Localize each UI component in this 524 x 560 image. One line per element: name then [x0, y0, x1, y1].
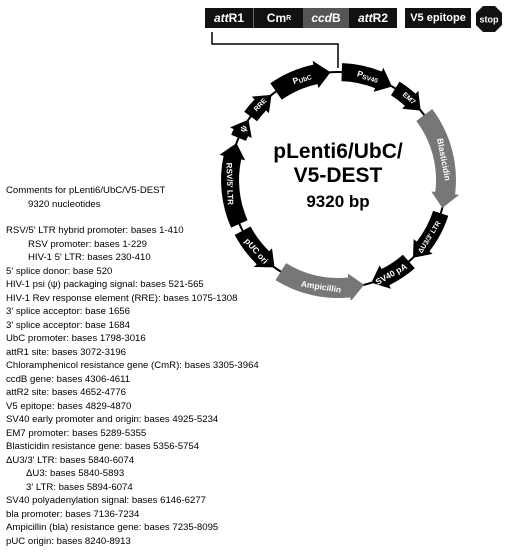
plasmid-name-line2: V5-DEST — [294, 164, 383, 187]
ltr3-arrow — [413, 210, 449, 258]
comment-line: 5' splice donor: base 520 — [6, 265, 113, 277]
psv40-label: PSV40 — [356, 68, 380, 84]
stop-sign-icon: stop — [476, 6, 502, 32]
rre-arrow — [244, 94, 272, 122]
stop-label: stop — [480, 15, 500, 25]
psv40-arrow — [341, 63, 392, 92]
rsv-ltr-label: RSV/5' LTR — [225, 163, 235, 206]
puc-ori-arrow — [234, 226, 275, 268]
comment-line: attR2 site: bases 4652-4776 — [6, 387, 127, 398]
rsv-ltr-arrow — [219, 143, 248, 228]
comments-section: Comments for pLenti6/UbC/V5-DEST 9320 nu… — [6, 184, 326, 548]
comment-line: ΔU3: bases 5840-5893 — [26, 468, 125, 479]
sv40pa-arrow — [371, 254, 415, 289]
comment-line: ΔU3/3' LTR: bases 5840-6074 — [6, 454, 135, 466]
comment-line: SV40 early promoter and origin: bases 49… — [6, 414, 219, 425]
comment-line: UbC promoter: bases 1798-3016 — [6, 333, 146, 344]
comment-line: Chloramphenicol resistance gene (CmR): b… — [6, 360, 259, 371]
comment-line: RSV promoter: bases 1-229 — [28, 238, 147, 250]
comment-line: SV40 polyadenylation signal: bases 6146-… — [6, 495, 207, 506]
psi-arrow — [230, 119, 252, 141]
blasticidin-arrow — [416, 109, 460, 208]
comment-line: HIV-1 Rev response element (RRE): bases … — [6, 292, 238, 304]
comment-line: 3' splice acceptor: base 1684 — [6, 319, 130, 331]
comment-line: pUC origin: bases 8240-8913 — [6, 535, 131, 547]
pubc-arrow — [270, 60, 331, 100]
plasmid-size: 9320 bp — [306, 192, 369, 211]
cassette-bracket — [211, 32, 339, 68]
comment-line: Ampicillin (bla) resistance gene: bases … — [6, 522, 219, 533]
v5-epitope-box: V5 epitope — [405, 8, 471, 28]
comment-line: RSV/5' LTR hybrid promoter: bases 1-410 — [6, 225, 184, 236]
comment-line: attR1 site: bases 3072-3196 — [6, 346, 127, 358]
comment-line: Blasticidin resistance gene: bases 5356-… — [6, 441, 200, 452]
ampicillin-arrow — [275, 263, 365, 300]
comments-title: Comments for pLenti6/UbC/V5-DEST — [6, 185, 166, 196]
comment-line: HIV-1 5' LTR: bases 230-410 — [28, 252, 151, 263]
comment-line: HIV-1 psi (ψ) packaging signal: bases 52… — [6, 279, 204, 290]
comment-line: bla promoter: bases 7136-7234 — [6, 508, 140, 520]
comment-line: V5 epitope: bases 4829-4870 — [6, 400, 132, 412]
comment-line: 3' splice acceptor: base 1656 — [6, 306, 130, 317]
pubc-label: PUbC — [291, 70, 313, 86]
psi-label: ψ — [237, 123, 249, 133]
em7-arrow — [391, 81, 421, 111]
comments-length: 9320 nucleotides — [28, 198, 101, 210]
comment-line: ccdB gene: bases 4306-4611 — [6, 373, 131, 385]
comment-line: EM7 promoter: bases 5289-5355 — [6, 427, 147, 439]
comment-line: 3' LTR: bases 5894-6074 — [26, 481, 133, 493]
plasmid-name-line1: pLenti6/UbC/ — [273, 140, 403, 163]
